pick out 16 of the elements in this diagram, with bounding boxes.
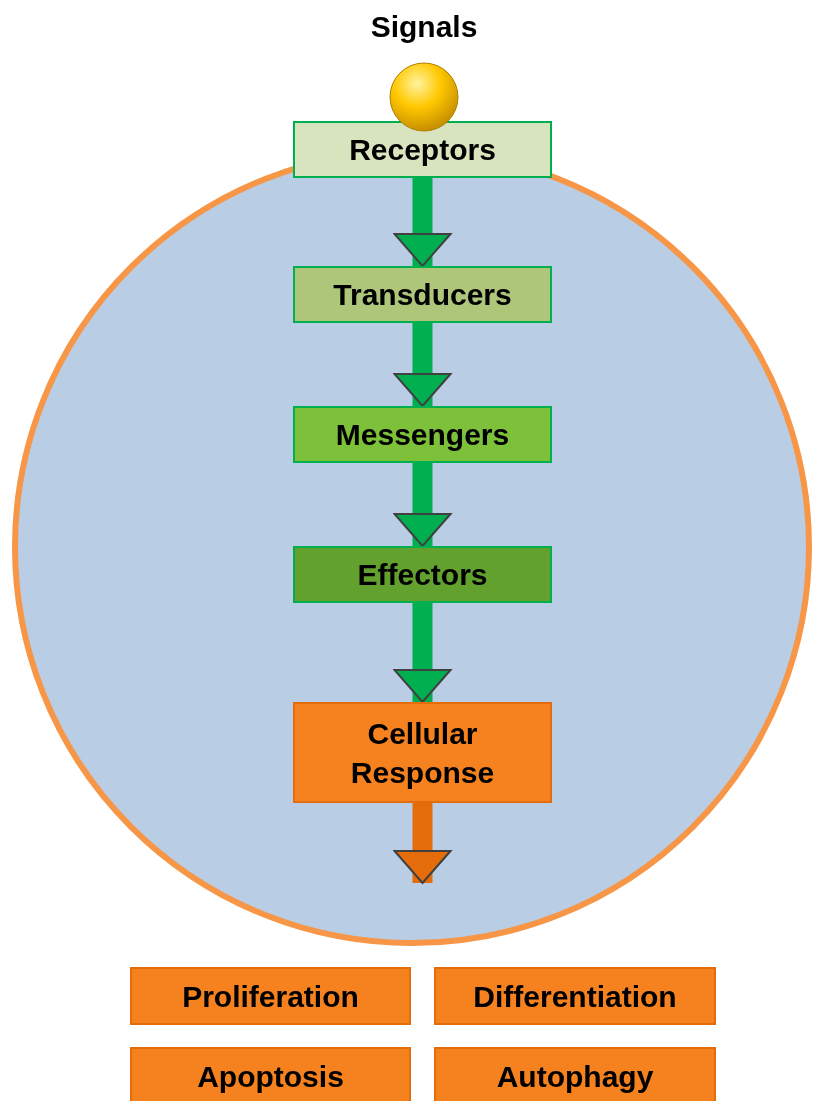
process-box: Effectors: [293, 546, 552, 603]
process-box: Messengers: [293, 406, 552, 463]
outcome-box: Proliferation: [130, 967, 411, 1025]
outcome-box: Autophagy: [434, 1047, 716, 1101]
process-box: Transducers: [293, 266, 552, 323]
arrow: [393, 803, 452, 884]
receptor-box: Receptors: [293, 121, 552, 178]
signal-label: Signals: [369, 10, 479, 44]
outcome-box: Differentiation: [434, 967, 716, 1025]
arrow: [393, 323, 452, 407]
ligand-ball: [389, 62, 459, 132]
outcome-box: Apoptosis: [130, 1047, 411, 1101]
arrow: [393, 463, 452, 547]
arrow: [393, 178, 452, 267]
response-box: Cellular Response: [293, 702, 552, 803]
arrow: [393, 603, 452, 703]
